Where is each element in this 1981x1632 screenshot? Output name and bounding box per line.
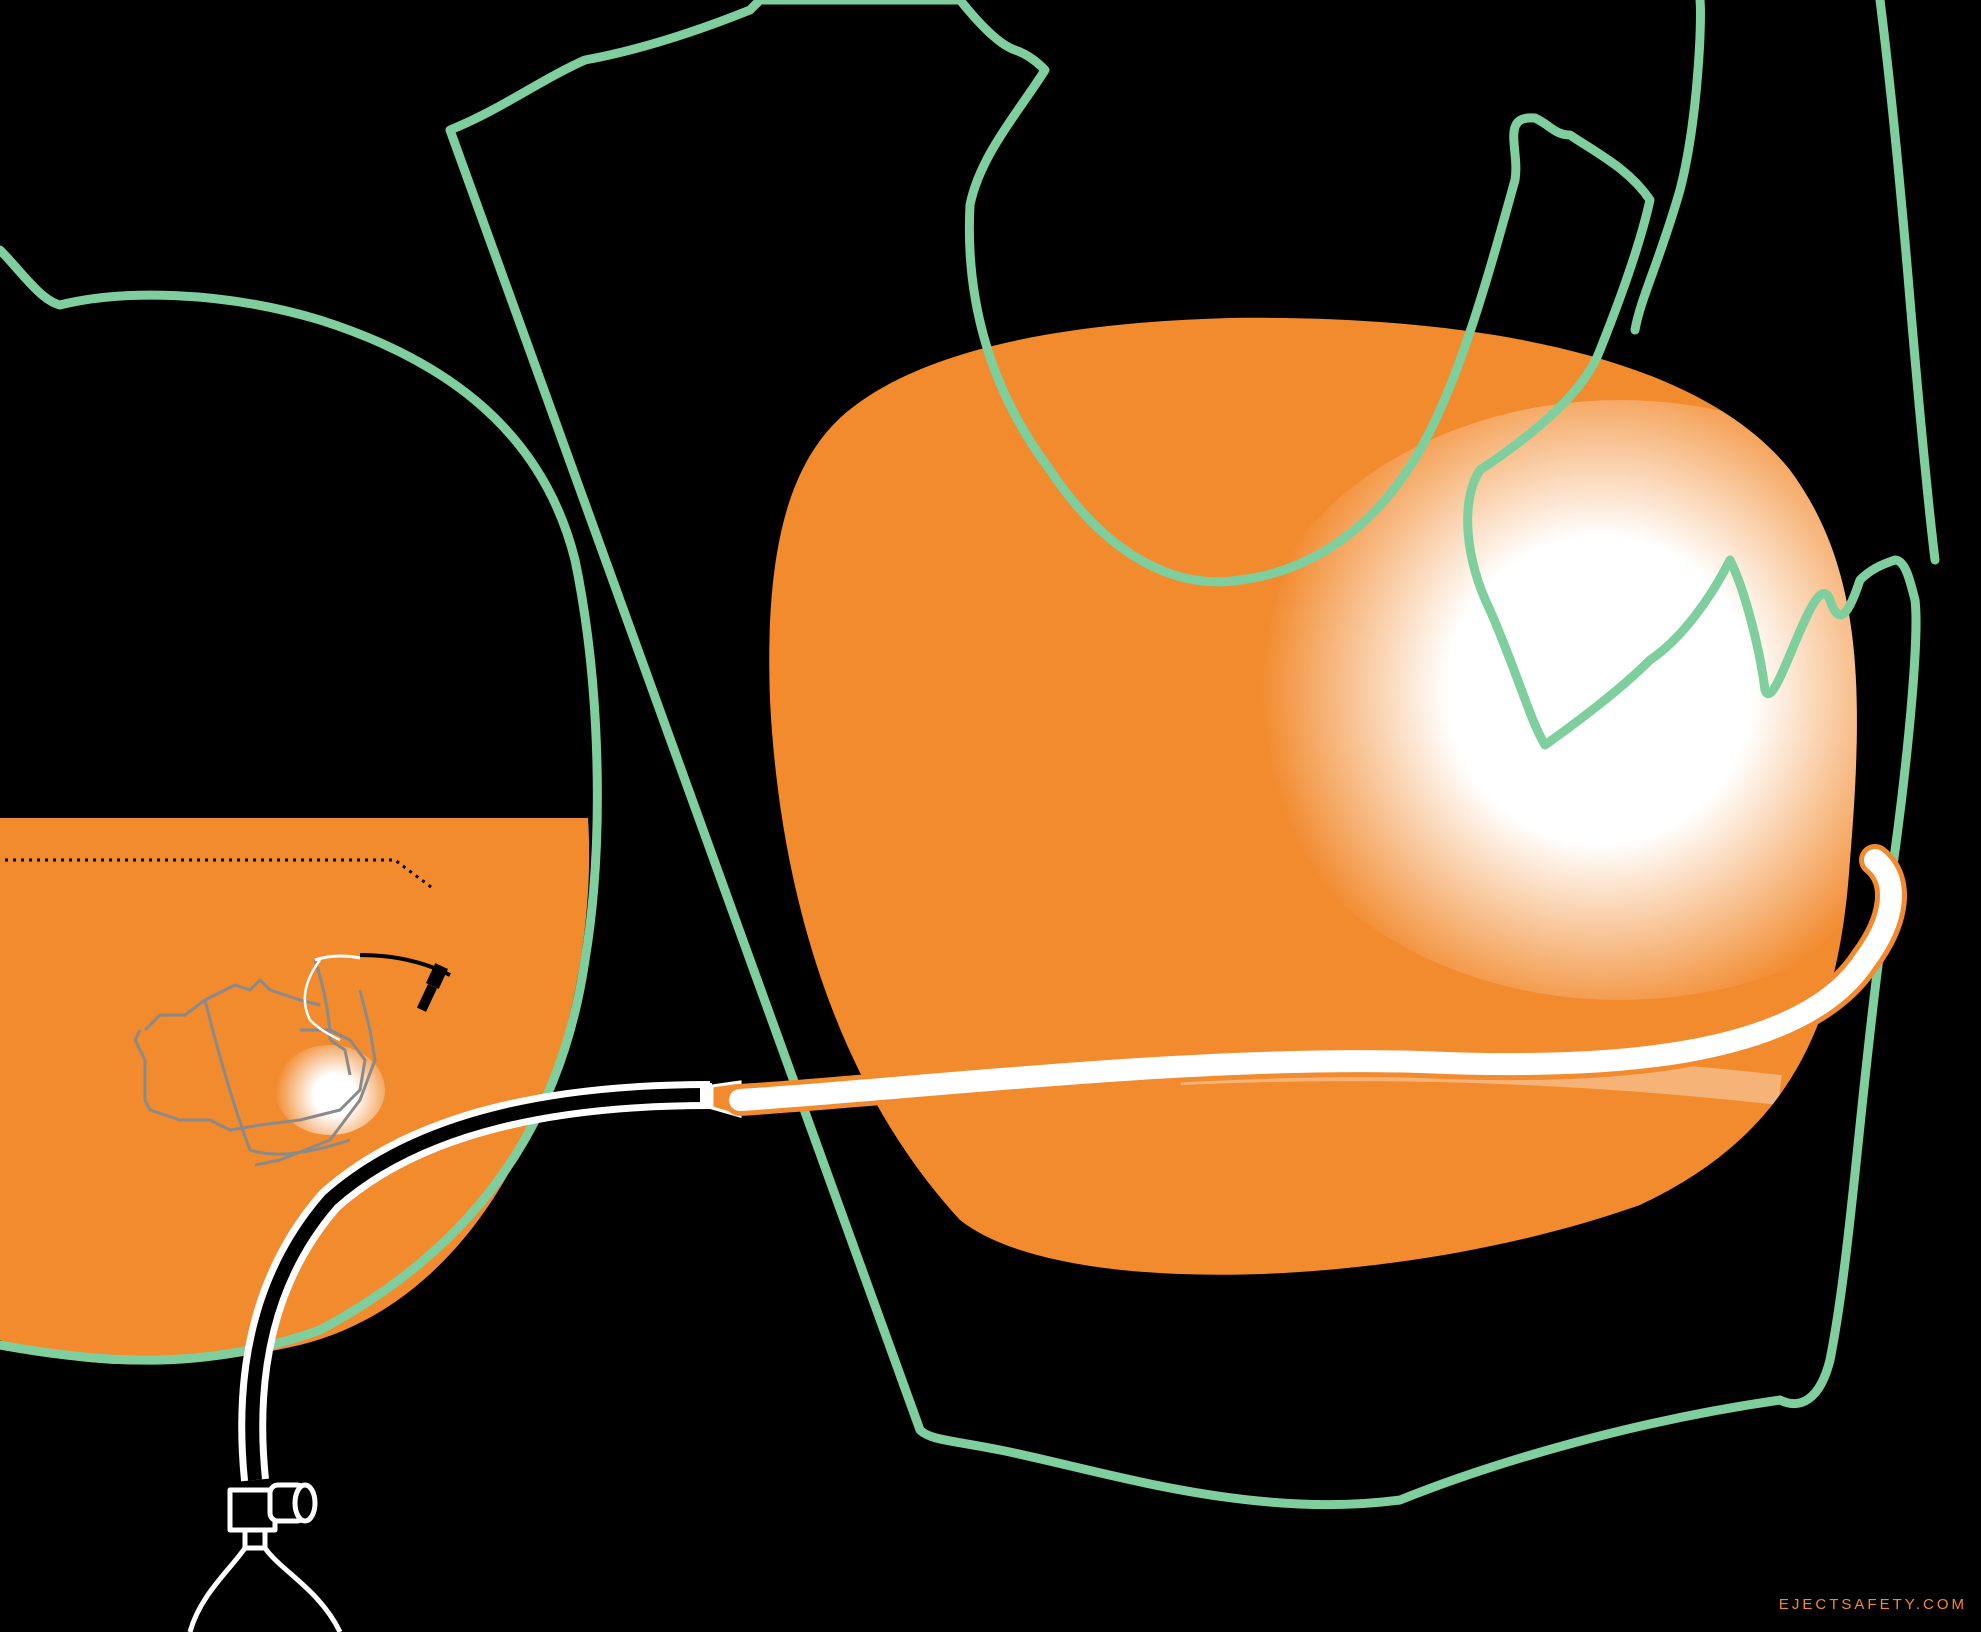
right-frame-outline [1635,0,1700,330]
gas-cylinder-icon [190,1485,340,1632]
tube-connector [700,1083,712,1109]
right-edge-outline [1880,0,1935,560]
site-credit[interactable]: EJECTSAFETY.COM [1779,1596,1967,1613]
